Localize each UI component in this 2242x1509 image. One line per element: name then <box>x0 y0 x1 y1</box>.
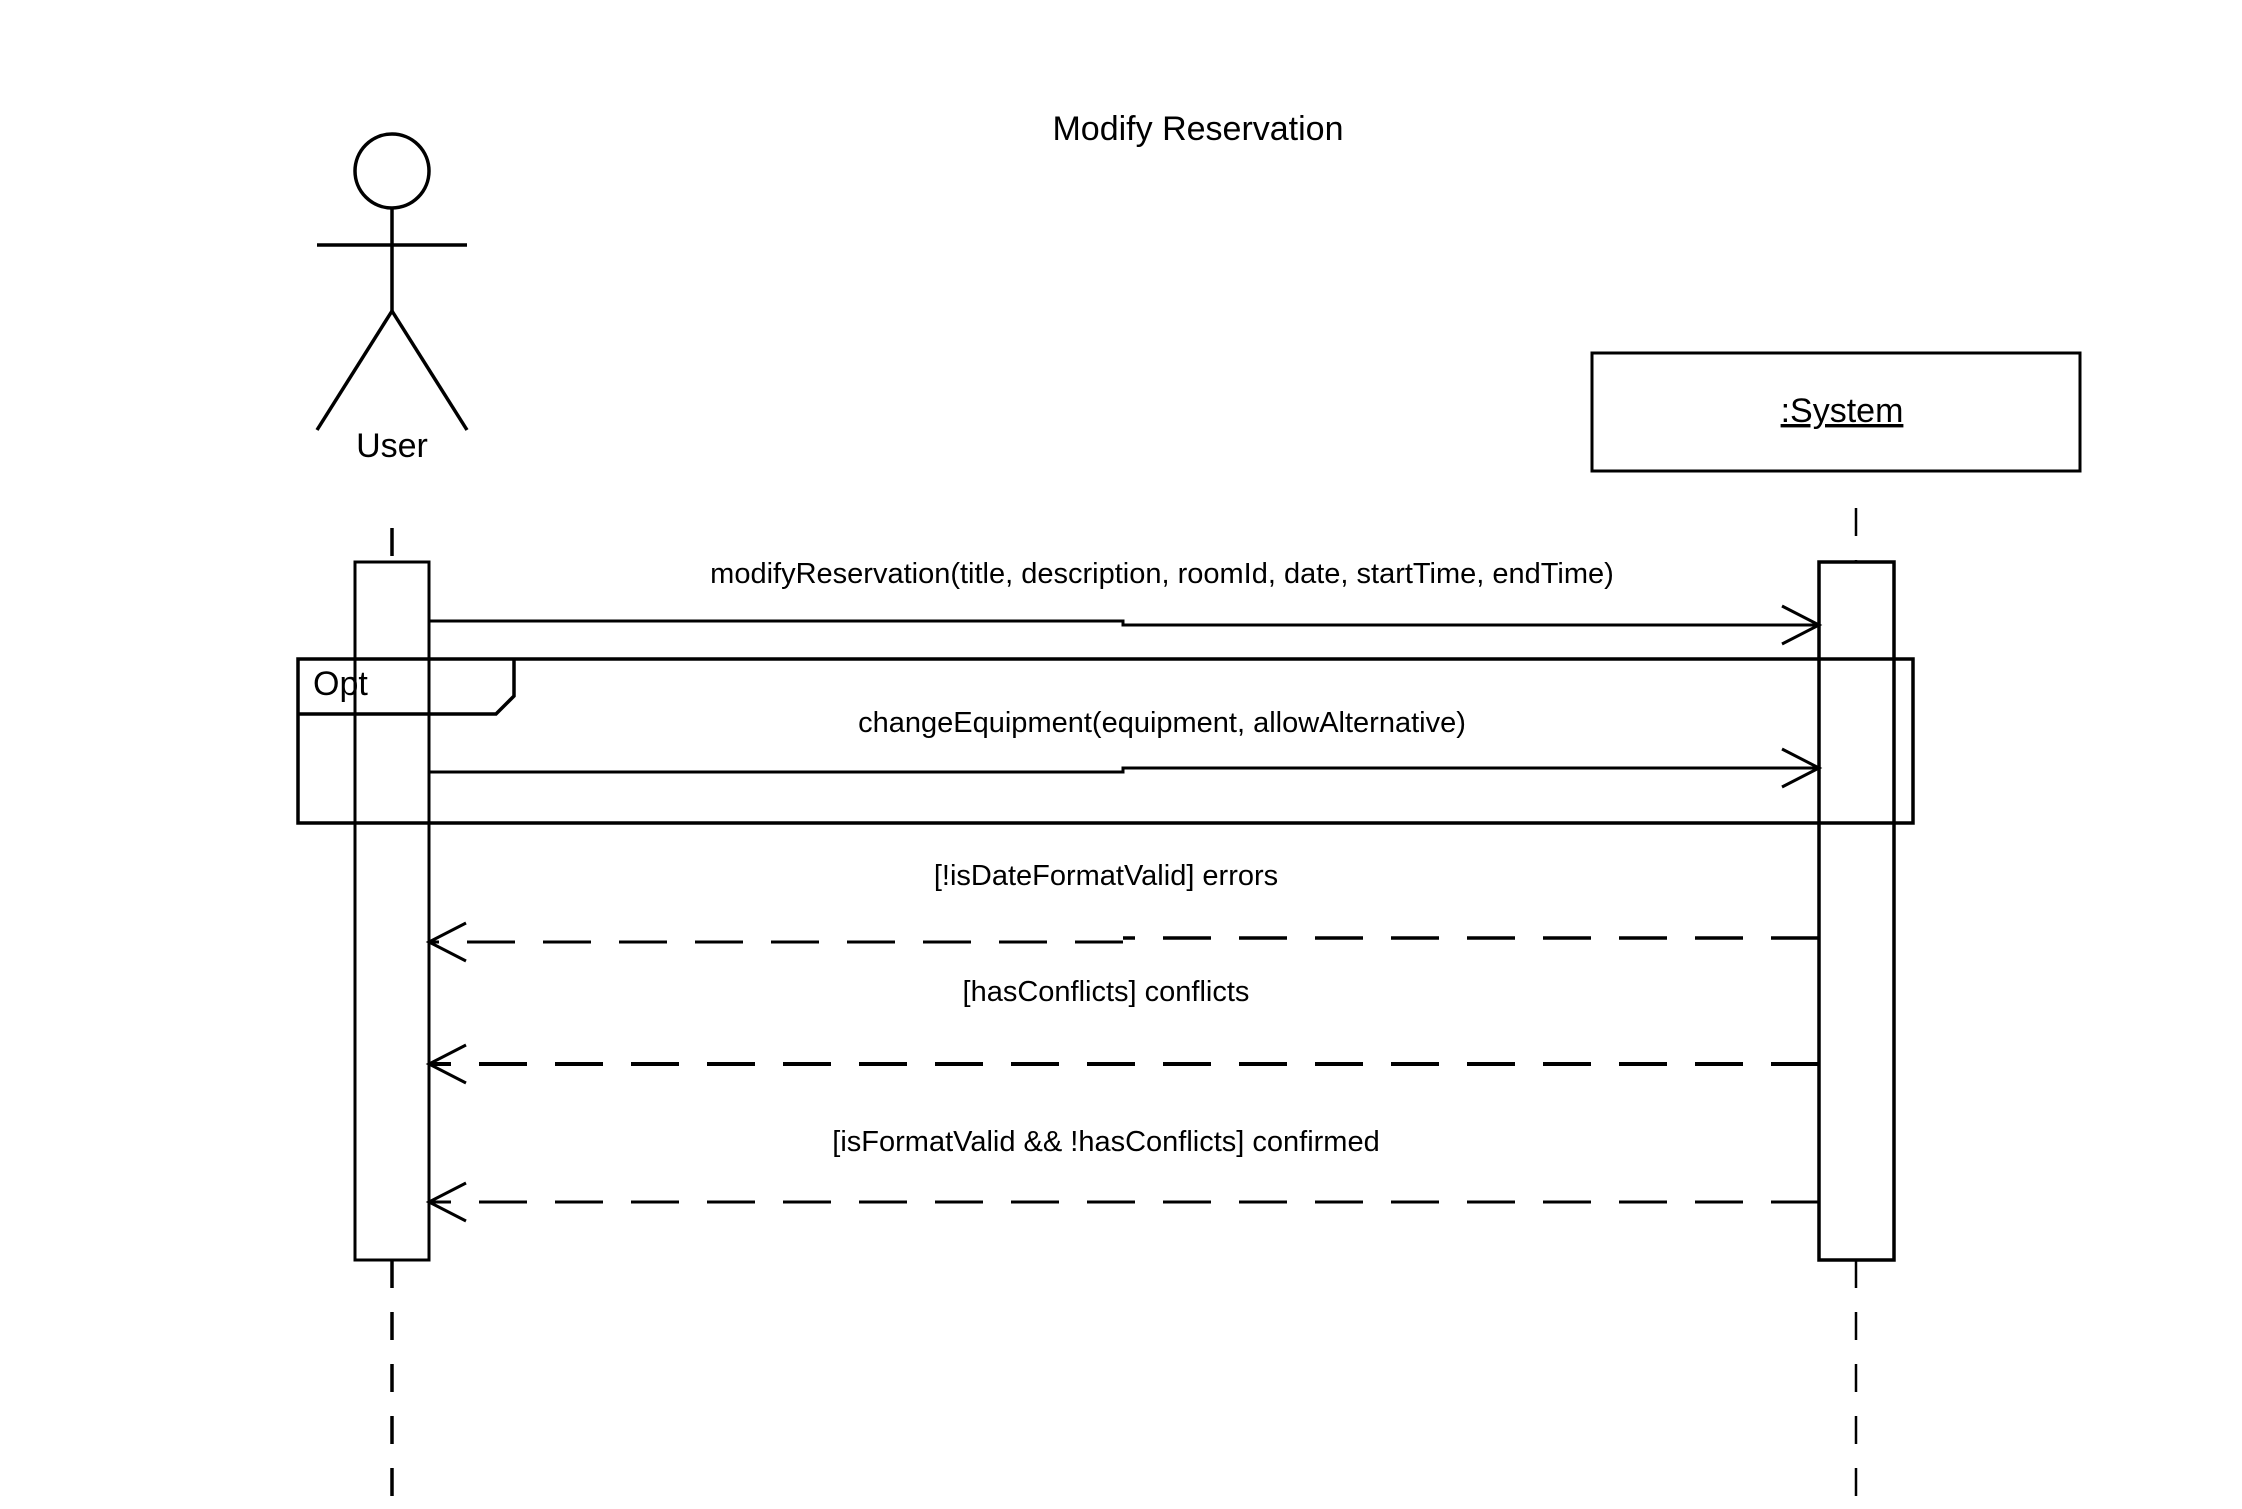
opt-fragment: Opt <box>296 657 1915 825</box>
message-label: modifyReservation(title, description, ro… <box>710 558 1614 590</box>
message-arrow-sync <box>429 747 1823 789</box>
message-label: [isFormatValid && !hasConflicts] confirm… <box>832 1126 1379 1158</box>
system-object-box <box>1590 351 2082 473</box>
message-arrow-sync <box>429 604 1823 646</box>
message-arrow-return <box>425 1043 1819 1085</box>
diagram-title: Modify Reservation <box>1052 110 1343 148</box>
opt-fragment-label-box <box>298 659 516 716</box>
actor-left-leg <box>315 310 394 431</box>
message-label: [hasConflicts] conflicts <box>963 976 1250 1008</box>
actor-head <box>353 132 431 210</box>
message-arrow-return <box>425 921 1819 963</box>
actor-user <box>315 132 469 431</box>
system-object-label: :System <box>1781 392 1904 430</box>
actor-label: User <box>356 427 428 465</box>
opt-fragment-frame <box>296 657 1915 825</box>
system-activation-bar <box>1817 560 1896 1262</box>
message-label: [!isDateFormatValid] errors <box>934 860 1278 892</box>
actor-right-leg <box>390 310 469 431</box>
message-label: changeEquipment(equipment, allowAlternat… <box>858 707 1466 739</box>
user-activation-bar <box>353 560 431 1262</box>
message-arrow-return <box>425 1181 1819 1223</box>
opt-fragment-label: Opt <box>313 665 368 703</box>
